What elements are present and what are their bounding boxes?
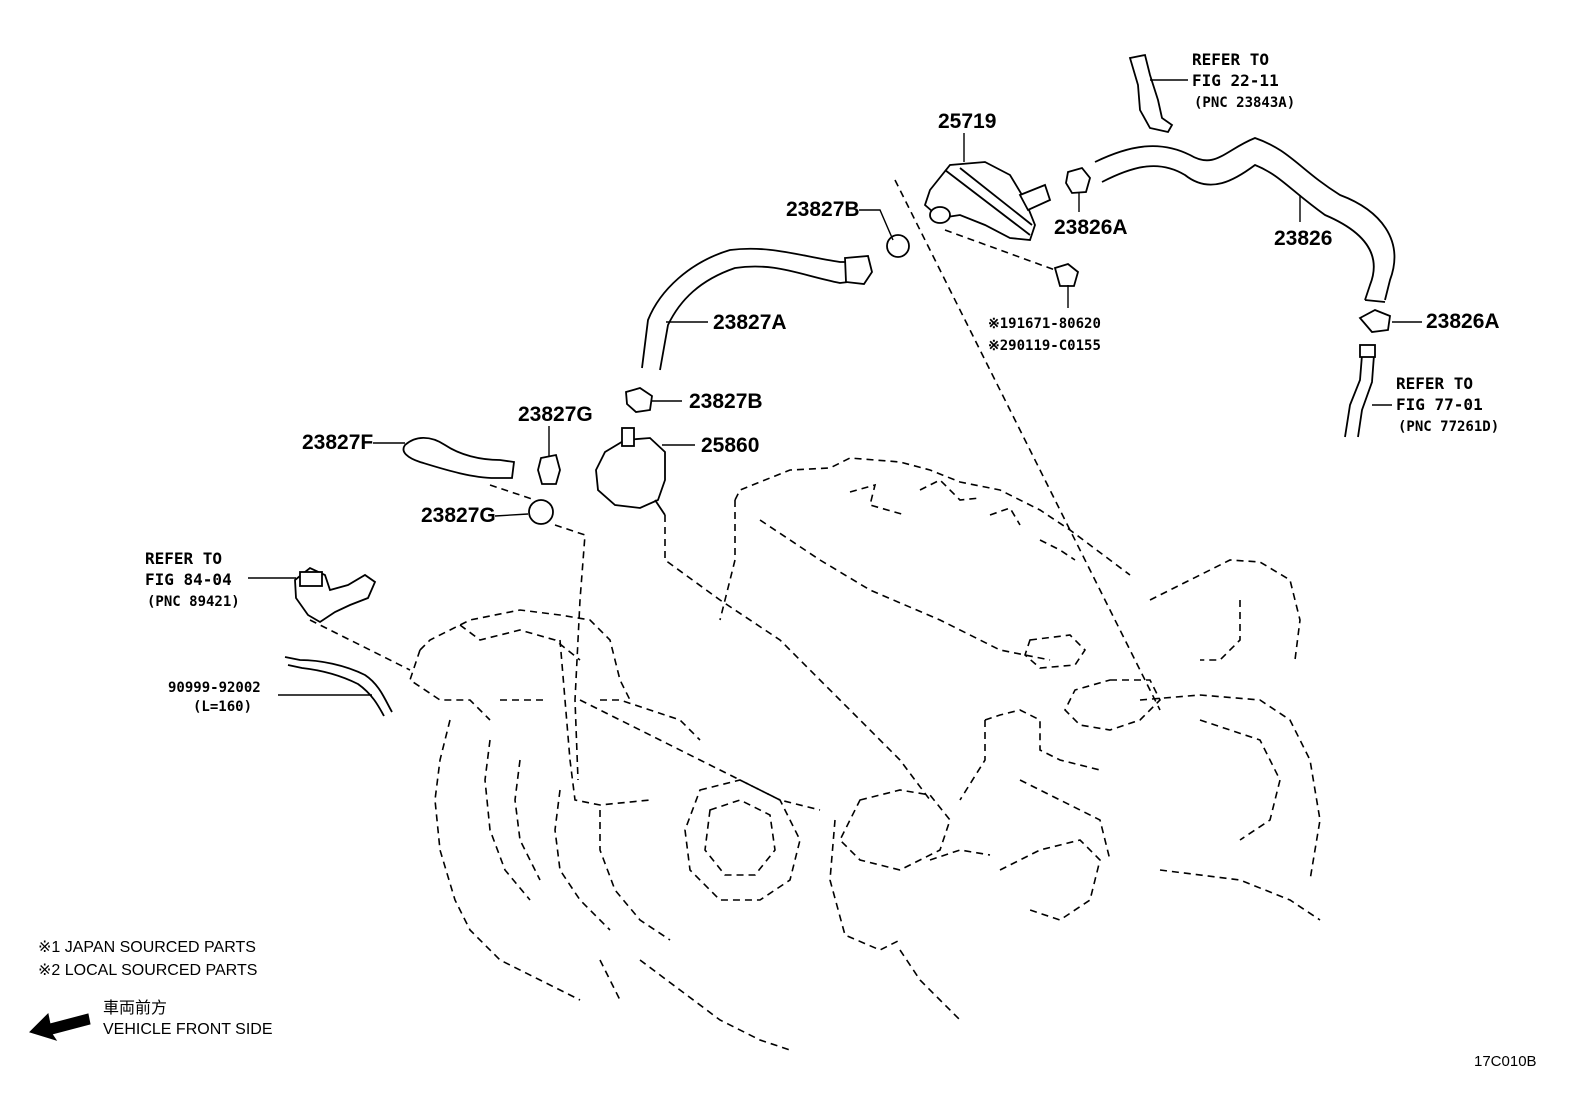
ref-22-11-line1: REFER TO bbox=[1192, 50, 1269, 69]
label-bolt-1: ※191671-80620 bbox=[988, 316, 1101, 332]
label-25719: 25719 bbox=[938, 110, 996, 133]
direction-label-en: VEHICLE FRONT SIDE bbox=[103, 1021, 273, 1038]
hose-90999-shape bbox=[284, 656, 393, 717]
part-23826A-right-shape bbox=[1358, 309, 1391, 333]
ref-84-04-line3: (PNC 89421) bbox=[147, 594, 240, 610]
ref-77-01-shape bbox=[1344, 344, 1376, 438]
label-23827B-top: 23827B bbox=[786, 198, 860, 221]
ref-22-11-line2: FIG 22-11 bbox=[1192, 71, 1279, 90]
label-hose-length: (L=160) bbox=[193, 699, 252, 715]
note-local-sourced: ※2 LOCAL SOURCED PARTS bbox=[38, 962, 257, 979]
part-23827B-top-shape bbox=[886, 234, 910, 258]
ref-84-04-shape bbox=[294, 566, 377, 624]
figure-code: 17C010B bbox=[1474, 1053, 1537, 1070]
dashed-leaders bbox=[309, 179, 1161, 801]
ref-84-04-line1: REFER TO bbox=[145, 549, 222, 568]
part-labels: 25719 23826A 23826 23826A 23827B 23827A … bbox=[168, 110, 1500, 715]
bolt-shape bbox=[1053, 262, 1080, 287]
label-23826A-top: 23826A bbox=[1054, 216, 1128, 239]
label-23826: 23826 bbox=[1274, 227, 1332, 250]
label-23827G-low: 23827G bbox=[421, 504, 496, 527]
label-25860: 25860 bbox=[701, 434, 759, 457]
part-23827G-top-shape bbox=[537, 453, 561, 485]
label-23827F: 23827F bbox=[302, 431, 373, 454]
part-23827B-mid-shape bbox=[625, 387, 653, 413]
direction-label-jp: 車両前方 bbox=[103, 999, 167, 1017]
arrow-left-icon bbox=[29, 1012, 91, 1041]
label-bolt-2: ※290119-C0155 bbox=[988, 338, 1101, 354]
part-23827A-shape bbox=[641, 247, 873, 371]
notes: ※1 JAPAN SOURCED PARTS ※2 LOCAL SOURCED … bbox=[29, 939, 1537, 1070]
part-25860-shape bbox=[595, 427, 666, 516]
part-23827F-shape bbox=[402, 436, 516, 479]
label-23827A: 23827A bbox=[713, 311, 787, 334]
part-23827G-low-shape bbox=[528, 499, 554, 525]
note-japan-sourced: ※1 JAPAN SOURCED PARTS bbox=[38, 939, 256, 956]
label-23827B-mid: 23827B bbox=[689, 390, 763, 413]
ref-22-11-line3: (PNC 23843A) bbox=[1194, 95, 1295, 111]
ref-84-04-line2: FIG 84-04 bbox=[145, 570, 232, 589]
label-23827G-top: 23827G bbox=[518, 403, 593, 426]
ref-77-01-line3: (PNC 77261D) bbox=[1398, 419, 1499, 435]
ref-77-01-line2: FIG 77-01 bbox=[1396, 395, 1483, 414]
label-23826A-right: 23826A bbox=[1426, 310, 1500, 333]
label-hose-code: 90999-92002 bbox=[168, 680, 261, 696]
ref-77-01-line1: REFER TO bbox=[1396, 374, 1473, 393]
ref-22-11-shape bbox=[1128, 53, 1174, 134]
part-23826-shape bbox=[1094, 137, 1396, 303]
part-23826A-top-shape bbox=[1065, 166, 1091, 194]
part-25719-shape bbox=[923, 161, 1052, 241]
ref-labels: REFER TO FIG 22-11 (PNC 23843A) REFER TO… bbox=[145, 50, 1499, 610]
engine-outline bbox=[409, 457, 1321, 1051]
leader-lines bbox=[248, 79, 1422, 696]
